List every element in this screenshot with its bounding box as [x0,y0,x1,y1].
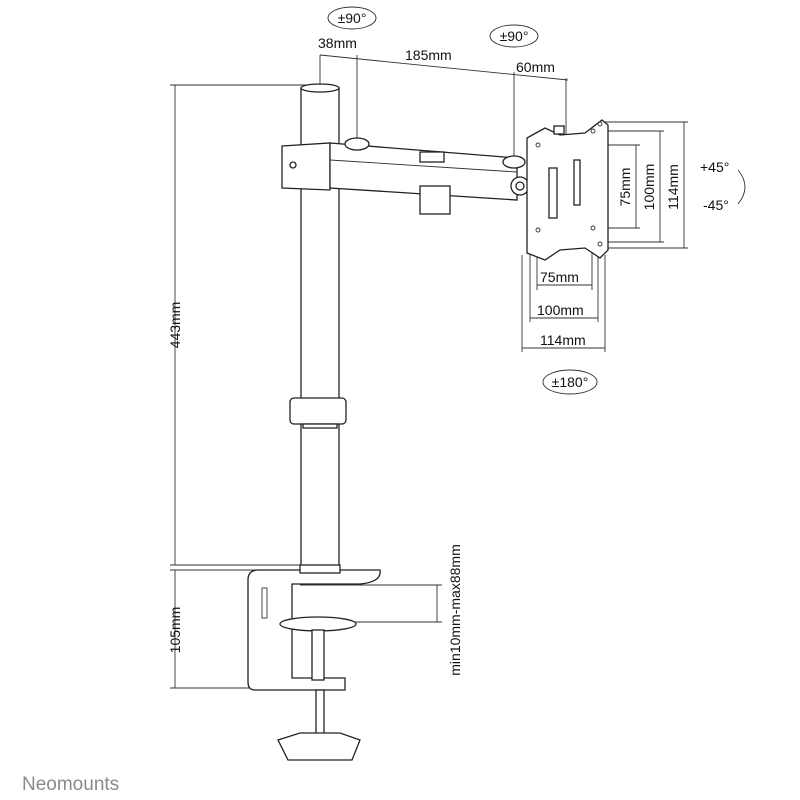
vesa-v-75-label: 75mm [617,168,633,207]
arm [281,137,530,215]
pole-to-joint-label: 38mm [318,35,357,51]
vesa-v-114-label: 114mm [665,164,681,210]
height-collar [289,397,347,425]
vesa-h-75-label: 75mm [540,269,579,285]
svg-text:±90°: ±90° [500,28,529,44]
arm-swivel-badge: ±90° [327,6,377,30]
head-swivel-badge: ±90° [489,24,539,48]
joint-to-plate-label: 60mm [516,59,555,75]
tilt-down-label: -45° [703,197,729,213]
vesa-plate [526,119,609,261]
pole-height-label: 443mm [167,302,183,349]
rotation-badge: ±180° [542,369,598,395]
clamp-height-label: 105mm [167,607,183,654]
tilt-up-label: +45° [700,159,729,175]
arm-length-label: 185mm [405,47,452,63]
svg-text:±180°: ±180° [552,374,589,390]
desk-clamp [247,564,381,761]
desk-thickness-label: min10mm-max88mm [447,544,463,675]
vesa-v-100-label: 100mm [641,164,657,211]
tilt-arrow-icon [737,169,746,205]
dimension-lines [170,54,688,689]
svg-text:±90°: ±90° [338,10,367,26]
vesa-h-114-label: 114mm [540,332,586,348]
vesa-h-100-label: 100mm [537,302,584,318]
brand-logo: Neomounts [22,774,119,795]
